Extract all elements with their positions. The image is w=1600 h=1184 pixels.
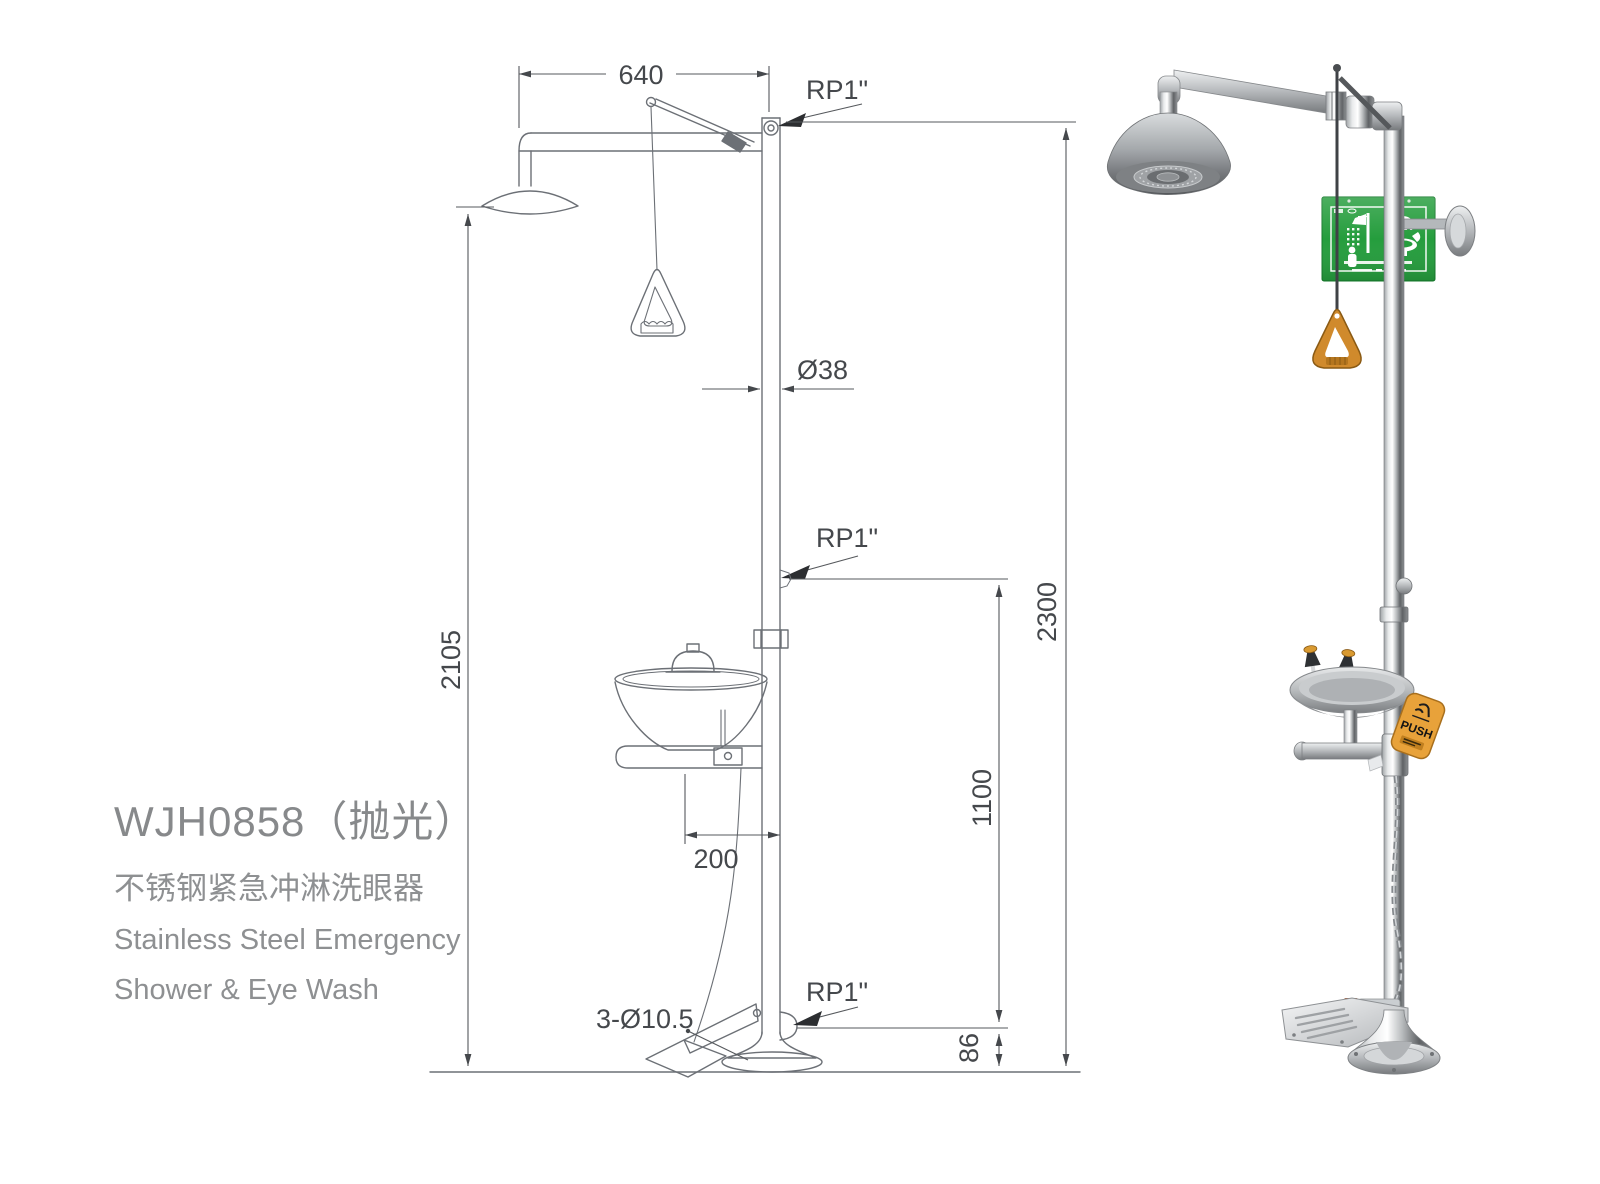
dim-eyewash-outlet-height: 1100 [967, 769, 997, 827]
photo-eyewash [1289, 645, 1415, 777]
product-name-en-line1: Stainless Steel Emergency [114, 924, 461, 956]
instruction-sign [1321, 196, 1436, 282]
push-paddle: PUSH [1390, 692, 1446, 760]
sign-mount-disc [1403, 205, 1476, 257]
product-name-cn: 不锈钢紧急冲淋洗眼器 [114, 871, 424, 906]
drawing-foot-pedal [645, 1003, 823, 1078]
dim-shower-head-height: 2105 [436, 630, 466, 690]
photo-shower-assembly [1106, 69, 1403, 196]
model-number: WJH0858（抛光） [114, 798, 478, 845]
drawing-eyewash-bowl [614, 643, 768, 1043]
dim-inlet-top: RP1" [806, 75, 868, 105]
photo-pull-handle [1312, 308, 1362, 369]
dim-inlet-bottom: RP1" [806, 977, 868, 1007]
drawing-pole [753, 117, 789, 1035]
dimensions: 640 RP1" Ø38 RP1" 2105 2300 [436, 60, 1076, 1066]
dim-inlet-mid: RP1" [816, 523, 878, 553]
drawing-shower-head [481, 190, 579, 215]
push-hand-icon [1412, 703, 1430, 723]
photo-pull-rod [1333, 64, 1392, 313]
dim-anchor-holes: 3-Ø10.5 [596, 1004, 694, 1034]
product-photo: PUSH [1106, 64, 1476, 1075]
dim-pipe-diameter: Ø38 [797, 355, 848, 385]
photo-mid-fittings [1379, 577, 1413, 623]
dim-arm-length: 640 [618, 60, 663, 90]
dim-total-height: 2300 [1032, 582, 1062, 642]
eyewash-nozzle [1303, 645, 1321, 675]
technical-drawing: 640 RP1" Ø38 RP1" 2105 2300 [429, 60, 1081, 1078]
photo-base [1347, 1009, 1441, 1075]
title-block: WJH0858（抛光） 不锈钢紧急冲淋洗眼器 Stainless Steel E… [114, 788, 477, 1024]
drawing-pull-handle [630, 106, 686, 337]
photo-chain [1391, 775, 1404, 1007]
dim-inlet-bottom-height: 86 [954, 1033, 984, 1063]
product-name-en-line2: Shower & Eye Wash [114, 974, 379, 1006]
drawing-shower-arm [518, 96, 763, 187]
dim-bowl-offset: 200 [693, 844, 738, 874]
